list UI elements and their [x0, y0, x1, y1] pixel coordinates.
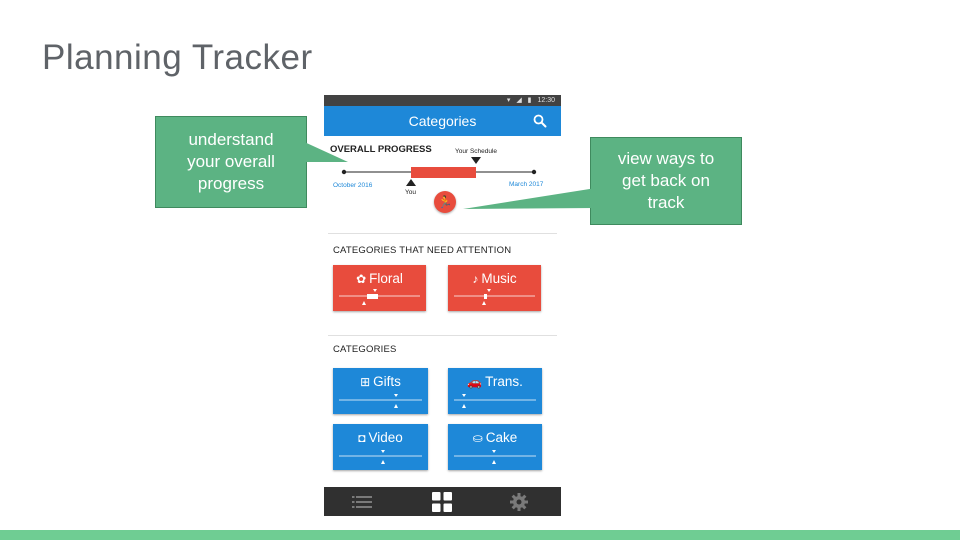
progress-timeline — [341, 157, 537, 186]
schedule-label: Your Schedule — [455, 148, 498, 155]
wifi-icon: ▾ — [506, 97, 511, 104]
app-title: Categories — [408, 113, 477, 129]
category-card-music[interactable]: ♪Music — [448, 265, 541, 311]
callout-line: track — [647, 193, 685, 212]
callout-line: view ways to — [617, 149, 715, 168]
callout-line: progress — [197, 174, 265, 193]
category-card-trans[interactable]: 🚗Trans. — [448, 368, 542, 414]
card-progress — [454, 450, 536, 464]
category-card-floral[interactable]: ✿Floral — [333, 265, 426, 311]
timeline-start-dot — [341, 169, 347, 175]
timeline-end-dot — [531, 169, 537, 175]
accent-bar — [0, 530, 960, 540]
card-label: Trans. — [485, 374, 523, 389]
card-label: Gifts — [373, 374, 401, 389]
status-bar: ▾ ◢ ▮ 12:30 — [324, 95, 561, 106]
card-progress — [339, 289, 420, 305]
callout-line: understand — [188, 130, 274, 149]
music-note-icon: ♪ — [472, 272, 479, 286]
search-icon[interactable] — [533, 114, 547, 128]
grid-icon[interactable] — [432, 492, 452, 512]
callout-line: your overall — [187, 152, 275, 171]
bottom-nav — [324, 487, 561, 516]
gift-icon: ⊞ — [360, 375, 371, 389]
you-marker — [406, 179, 416, 186]
gear-icon[interactable] — [509, 492, 529, 512]
timeline-start-label: October 2016 — [333, 182, 373, 189]
running-person-icon: 🏃 — [437, 195, 453, 209]
car-icon: 🚗 — [467, 375, 483, 389]
card-progress — [454, 394, 536, 408]
get-back-on-track-button[interactable]: 🏃 — [434, 191, 456, 213]
signal-icon: ◢ — [516, 97, 522, 104]
schedule-marker — [471, 157, 481, 164]
attention-heading: CATEGORIES THAT NEED ATTENTION — [333, 245, 512, 256]
card-label: Floral — [369, 271, 403, 286]
slide-title: Planning Tracker — [42, 38, 313, 77]
card-label: Music — [481, 271, 517, 286]
overall-progress-heading: OVERALL PROGRESS — [330, 144, 432, 155]
list-icon[interactable] — [352, 492, 372, 512]
phone-screen: ▾ ◢ ▮ 12:30 Categories OVERALL PROGRESS … — [324, 95, 561, 516]
you-label: You — [405, 189, 416, 196]
callout-overall-progress: understand your overall progress — [155, 116, 307, 208]
divider — [328, 335, 557, 336]
category-card-cake[interactable]: ⛀Cake — [448, 424, 542, 470]
camera-icon: ◘ — [358, 431, 366, 445]
category-card-gifts[interactable]: ⊞Gifts — [333, 368, 428, 414]
divider — [328, 233, 557, 234]
category-card-video[interactable]: ◘Video — [333, 424, 428, 470]
timeline-end-label: March 2017 — [509, 181, 544, 188]
callout-get-back-on-track: view ways to get back on track — [590, 137, 742, 225]
card-progress — [454, 289, 535, 305]
callout-line: get back on — [622, 171, 710, 190]
card-label: Cake — [485, 430, 518, 445]
card-label: Video — [368, 430, 403, 445]
behind-schedule-bar — [411, 167, 476, 178]
categories-heading: CATEGORIES — [333, 344, 397, 355]
battery-icon: ▮ — [527, 97, 532, 104]
cake-icon: ⛀ — [472, 431, 483, 445]
card-progress — [339, 394, 422, 408]
app-bar: Categories — [324, 106, 561, 136]
status-time: 12:30 — [537, 97, 555, 104]
flower-icon: ✿ — [356, 272, 367, 286]
card-progress — [339, 450, 422, 464]
